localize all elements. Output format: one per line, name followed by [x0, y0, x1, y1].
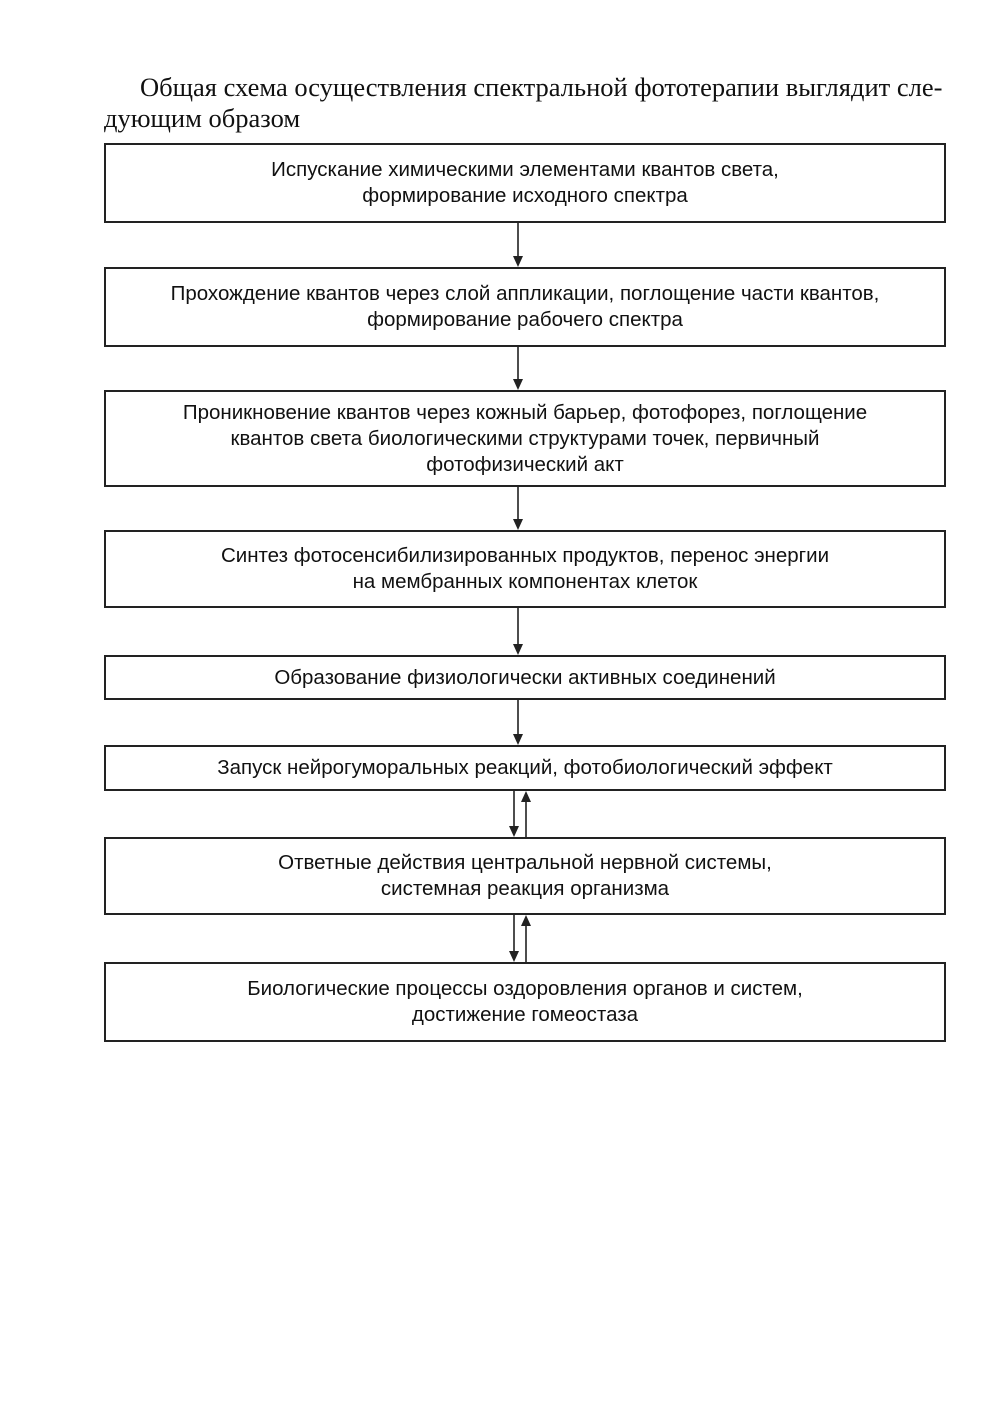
step-6-line-1: Запуск нейрогуморальных реакций, фотобио… [217, 756, 833, 779]
arrow-step-2-to-3 [513, 347, 523, 390]
step-3-box: Проникновение квантов через кожный барье… [104, 390, 946, 487]
arrow-step-5-to-6 [513, 700, 523, 745]
step-8-box: Биологические процессы оздоровления орга… [104, 962, 946, 1042]
step-4-line-1: Синтез фотосенсибилизированных продуктов… [220, 544, 830, 567]
step-4-box: Синтез фотосенсибилизированных продуктов… [104, 530, 946, 608]
step-4-line-2: на мембранных компонентах клеток [352, 570, 698, 593]
intro-line-2: дующим образом [104, 103, 301, 133]
intro-text: Общая схема осуществления спектральной ф… [104, 72, 946, 134]
step-1-line-1: Испускание химическими элементами кванто… [271, 158, 779, 181]
step-3-line-1: Проникновение квантов через кожный барье… [182, 400, 868, 424]
arrow-step-7-to-8-down [509, 915, 519, 962]
arrow-step-8-to-7-up [521, 915, 531, 962]
step-7-line-2: системная реакция организма [380, 877, 670, 900]
step-6-box: Запуск нейрогуморальных реакций, фотобио… [104, 745, 946, 791]
arrow-step-3-to-4 [513, 487, 523, 530]
arrow-step-1-to-2 [513, 223, 523, 267]
step-3-line-3: фотофизический акт [426, 452, 624, 476]
step-2-box: Прохождение квантов через слой аппликаци… [104, 267, 946, 347]
arrow-step-4-to-5 [513, 608, 523, 655]
step-1-line-2: формирование исходного спектра [362, 184, 688, 207]
step-7-box: Ответные действия центральной нервной си… [104, 837, 946, 915]
step-2-line-2: формирование рабочего спектра [367, 308, 683, 331]
step-5-line-1: Образование физиологически активных соед… [274, 665, 776, 689]
step-3-line-2: квантов света биологическими структурами… [230, 426, 820, 450]
step-1-box: Испускание химическими элементами кванто… [104, 143, 946, 223]
step-8-line-1: Биологические процессы оздоровления орга… [247, 977, 803, 1000]
intro-line-1: Общая схема осуществления спектральной ф… [140, 72, 943, 102]
step-5-box: Образование физиологически активных соед… [104, 655, 946, 700]
arrow-step-6-to-7-down [509, 791, 519, 837]
step-8-line-2: достижение гомеостаза [411, 1003, 639, 1026]
step-2-line-1: Прохождение квантов через слой аппликаци… [170, 282, 880, 305]
arrow-step-7-to-6-up [521, 791, 531, 837]
step-7-line-1: Ответные действия центральной нервной си… [278, 851, 772, 874]
